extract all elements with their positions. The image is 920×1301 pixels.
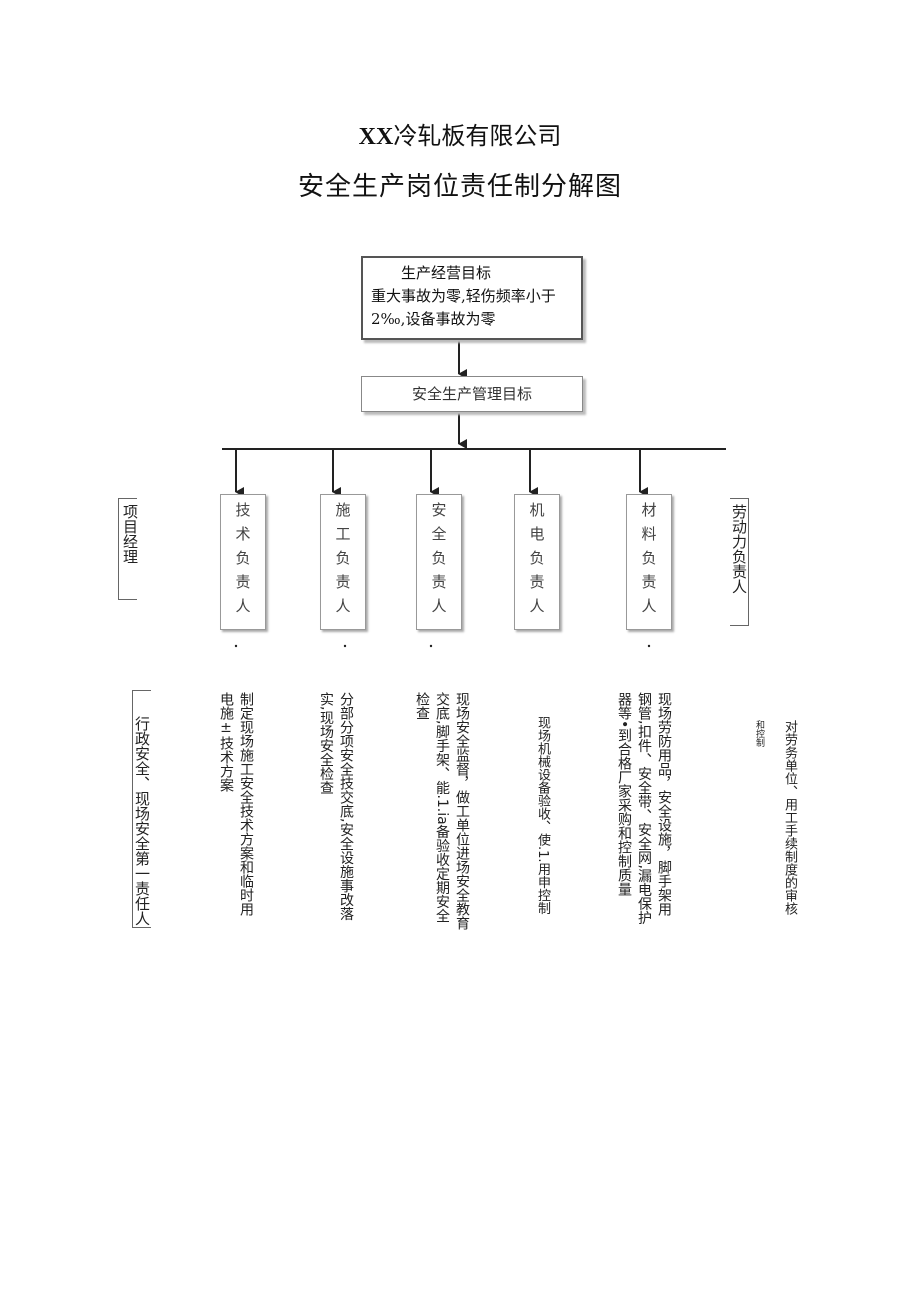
goal-heading: 生产经营目标 bbox=[401, 264, 492, 282]
role-box-safety: 安全负责人 bbox=[416, 494, 462, 630]
dot-construction bbox=[343, 644, 347, 648]
role-label-technical: 技术负责人 bbox=[233, 502, 252, 622]
duty-safety: 现场安全监督，做工单位进场安全教育 交底,脚手架、能.1.ia备验收定期安全 检… bbox=[412, 692, 472, 930]
company-title: XX冷轧板有限公司 bbox=[0, 116, 920, 151]
duty-technical: 制定现场施工安全技术方案和临时用 电施±技术方案 bbox=[216, 692, 256, 916]
duty-labor: 对劳务单位、用工手续制度的审核 和控制 bbox=[744, 720, 804, 915]
production-goal-box: 生产经营目标 重大事故为零,轻伤频率小于 2‰,设备事故为零 bbox=[361, 256, 583, 340]
labor-manager-label: 劳动力负责人 bbox=[730, 504, 748, 594]
duty-materials-line: 现场劳防用品，安全设施，脚手架用 bbox=[656, 692, 672, 916]
dot-safety bbox=[429, 644, 433, 648]
company-name: 冷轧板有限公司 bbox=[393, 122, 562, 150]
company-prefix: XX bbox=[358, 124, 394, 150]
labor-manager-bracket bbox=[730, 498, 749, 626]
duty-materials-line: 钢管,扣件、安全带、安全网,漏电保护 bbox=[636, 692, 652, 925]
duty-safety-line: 检查 bbox=[414, 692, 430, 720]
role-box-electromech: 机电负责人 bbox=[514, 494, 560, 630]
duty-construction-line: 实,现场安全检查 bbox=[318, 692, 334, 795]
document-title: 安全生产岗位责任制分解图 bbox=[297, 172, 622, 202]
role-box-construction: 施工负责人 bbox=[320, 494, 366, 630]
dot-materials bbox=[647, 644, 651, 648]
duty-electromech-line: 现场机械设备验收、使.1.用申控制 bbox=[535, 716, 550, 915]
duty-electromech: 现场机械设备验收、使.1.用申控制 bbox=[532, 716, 552, 915]
duty-materials: 现场劳防用品，安全设施，脚手架用 钢管,扣件、安全带、安全网,漏电保护 器等•到… bbox=[614, 692, 674, 925]
duty-safety-line: 现场安全监督，做工单位进场安全教育 bbox=[454, 692, 470, 930]
admin-duty-bracket bbox=[132, 690, 151, 928]
project-manager-label: 项目经理 bbox=[121, 504, 139, 564]
role-label-construction: 施工负责人 bbox=[333, 502, 352, 622]
safety-management-goal-box: 安全生产管理目标 bbox=[361, 376, 583, 412]
role-label-materials: 材料负责人 bbox=[639, 502, 658, 622]
duty-technical-line: 电施±技术方案 bbox=[218, 692, 234, 792]
duty-safety-line: 交底,脚手架、能.1.ia备验收定期安全 bbox=[434, 692, 450, 923]
goal-line-3: 2‰,设备事故为零 bbox=[371, 310, 496, 328]
dot-technical bbox=[234, 644, 238, 648]
duty-labor-line: 对劳务单位、用工手续制度的审核 bbox=[782, 720, 797, 915]
project-manager-bracket bbox=[118, 498, 137, 600]
role-box-materials: 材料负责人 bbox=[626, 494, 672, 630]
duty-technical-line: 制定现场施工安全技术方案和临时用 bbox=[238, 692, 254, 916]
duty-materials-line: 器等•到合格厂家采购和控制质量 bbox=[616, 692, 632, 897]
duty-labor-line: 和控制 bbox=[754, 720, 764, 747]
connector-lines bbox=[222, 340, 726, 648]
duty-construction: 分部分项安全技交底,安全设施事改落 实,现场安全检查 bbox=[316, 692, 356, 920]
role-label-safety: 安全负责人 bbox=[429, 502, 448, 622]
duty-construction-line: 分部分项安全技交底,安全设施事改落 bbox=[338, 692, 354, 921]
role-box-technical: 技术负责人 bbox=[220, 494, 266, 630]
goal-line-2: 重大事故为零,轻伤频率小于 bbox=[371, 287, 556, 305]
admin-duty-label: 行政安全、现场安全第一责任人 bbox=[133, 716, 151, 926]
role-label-electromech: 机电负责人 bbox=[527, 502, 546, 622]
